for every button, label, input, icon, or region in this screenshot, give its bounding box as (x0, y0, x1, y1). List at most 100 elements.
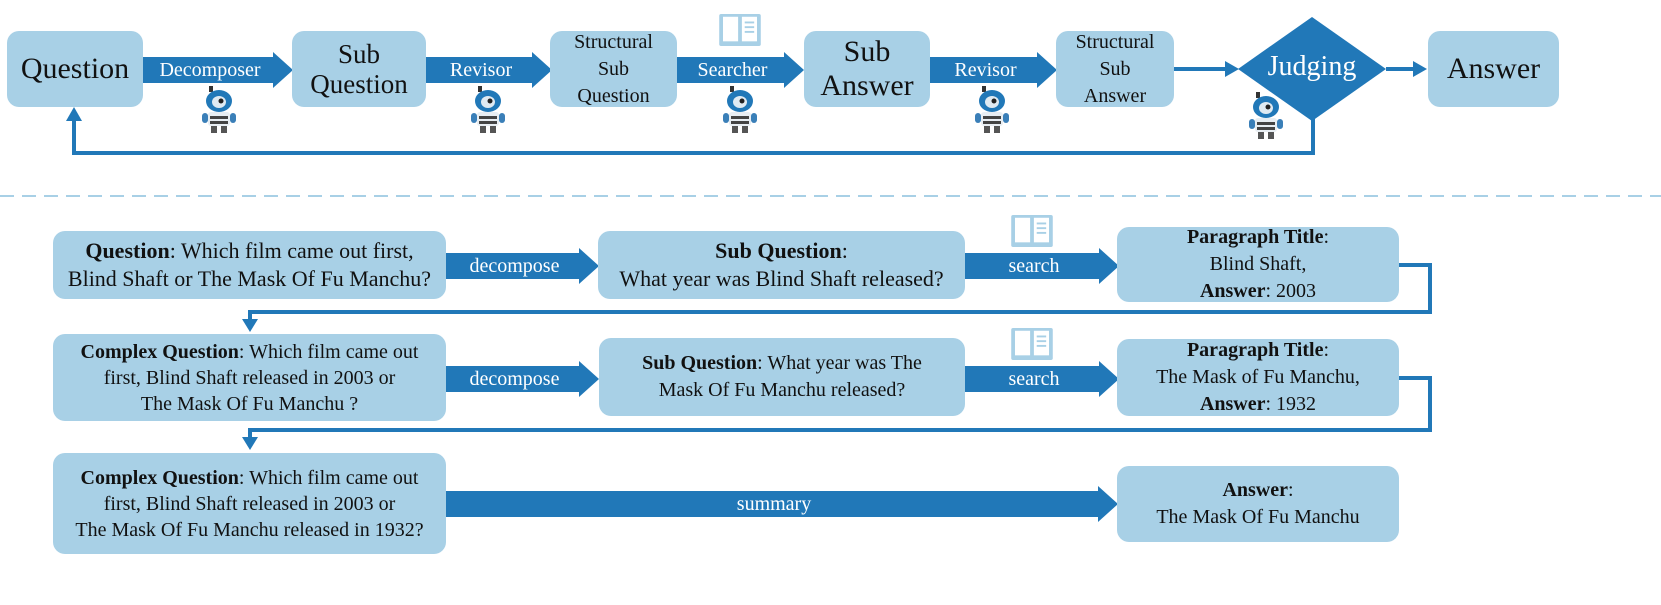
question-box: Question: Which film came out first, Bli… (53, 231, 446, 299)
ssa-label-1: Structural (1075, 30, 1155, 53)
summary-arrow: summary (446, 486, 1118, 522)
sub-answer-label-2: Answer (820, 69, 914, 102)
sub-question-label-2: Question (310, 69, 408, 99)
paragraph-box: Paragraph Title: The Mask of Fu Manchu, … (1117, 339, 1399, 416)
book-icon (1010, 214, 1054, 248)
complex-question-text: first, Blind Shaft released in 2003 or (103, 492, 396, 515)
paragraph-text: Blind Shaft, (1209, 253, 1307, 275)
sub-question-title: Sub Question (642, 352, 758, 374)
sub-question-box: Sub Question: What year was Blind Shaft … (598, 231, 965, 299)
ssq-label-3: Question (577, 84, 650, 107)
sub-answer-label-1: Sub (843, 35, 891, 68)
question-text: : Which film came out first, (169, 238, 414, 263)
revisor-label-2: Revisor (954, 59, 1017, 81)
connector-line (1399, 263, 1432, 267)
colon: : (1323, 226, 1330, 248)
robot-icon (468, 86, 508, 134)
question-box: Question (7, 31, 143, 107)
connector-line (1174, 67, 1226, 71)
search-label: search (1008, 255, 1060, 277)
complex-question-text: : Which film came out (238, 466, 419, 489)
complex-question-title: Complex Question (80, 466, 239, 489)
structural-sub-question-box: Structural Sub Question (550, 31, 677, 107)
complex-question-box: Complex Question: Which film came out fi… (53, 453, 446, 554)
ssq-label-1: Structural (574, 30, 653, 53)
revisor-arrow-1: Revisor (426, 52, 552, 88)
connector-line (1428, 263, 1432, 314)
sub-answer-box: Sub Answer (804, 31, 930, 107)
connector-arrowhead (1225, 61, 1239, 77)
answer-title: Answer (1199, 393, 1266, 415)
answer-text: : 2003 (1265, 280, 1317, 302)
connector-line (248, 428, 252, 438)
decomposer-arrow: Decomposer (143, 52, 293, 88)
decomposer-label: Decomposer (159, 59, 261, 81)
book-icon (718, 13, 762, 47)
searcher-label: Searcher (697, 59, 768, 81)
sub-question-box: Sub Question: What year was The Mask Of … (599, 338, 965, 416)
sub-question-text: What year was Blind Shaft released? (619, 266, 944, 291)
sub-question-box: Sub Question (292, 31, 426, 107)
answer-box: Answer (1428, 31, 1559, 107)
revisor-label-1: Revisor (449, 59, 513, 81)
sub-question-label-1: Sub (337, 39, 381, 69)
complex-question-title: Complex Question (80, 340, 239, 363)
searcher-arrow: Searcher (677, 52, 804, 88)
loop-line (72, 151, 1315, 155)
robot-icon (720, 86, 760, 134)
complex-question-text: The Mask Of Fu Manchu ? (140, 392, 359, 415)
search-arrow: search (965, 361, 1119, 397)
ssa-label-2: Sub (1099, 57, 1131, 80)
question-text: Blind Shaft or The Mask Of Fu Manchu? (67, 266, 432, 291)
structural-sub-answer-box: Structural Sub Answer (1056, 31, 1174, 107)
connector-line (248, 310, 252, 320)
connector-arrowhead (1413, 61, 1427, 77)
judging-label: Judging (1267, 51, 1357, 82)
ssa-label-3: Answer (1083, 84, 1147, 107)
question-label: Question (20, 52, 130, 85)
paragraph-text: The Mask of Fu Manchu, (1156, 366, 1360, 388)
answer-label: Answer (1446, 52, 1541, 85)
connector-arrowhead (242, 319, 258, 332)
revisor-arrow-2: Revisor (930, 52, 1057, 88)
sub-question-text: : What year was The (757, 352, 922, 374)
loop-line (1311, 118, 1315, 155)
search-label: search (1008, 368, 1060, 390)
colon: : (1287, 479, 1294, 501)
decompose-arrow: decompose (446, 361, 599, 397)
connector-line (1428, 376, 1432, 432)
connector-line (248, 428, 1432, 432)
book-icon (1010, 327, 1054, 361)
judging-diamond (1238, 17, 1386, 121)
question-title: Question (85, 238, 170, 263)
section-divider (0, 195, 1661, 197)
colon: : (1323, 339, 1330, 361)
search-arrow: search (965, 248, 1119, 284)
summary-label: summary (736, 493, 812, 515)
answer-text: : 1932 (1265, 393, 1317, 415)
sub-question-text: Mask Of Fu Manchu released? (658, 379, 906, 401)
connector-line (1399, 376, 1432, 380)
paragraph-box: Paragraph Title: Blind Shaft, Answer: 20… (1117, 226, 1399, 302)
connector-arrowhead (242, 437, 258, 450)
decompose-label: decompose (469, 255, 560, 277)
loop-line (72, 120, 76, 155)
paragraph-title: Paragraph Title (1186, 226, 1324, 248)
complex-question-text: : Which film came out (238, 340, 419, 363)
decompose-label: decompose (469, 368, 560, 390)
answer-text: The Mask Of Fu Manchu (1156, 506, 1360, 528)
paragraph-title: Paragraph Title (1186, 339, 1324, 361)
complex-question-text: first, Blind Shaft released in 2003 or (103, 366, 396, 389)
robot-icon (199, 86, 239, 134)
ssq-label-2: Sub (597, 57, 630, 80)
answer-title: Answer (1199, 280, 1266, 302)
complex-question-box: Complex Question: Which film came out fi… (53, 334, 446, 421)
robot-icon (1246, 92, 1286, 140)
colon: : (841, 238, 848, 263)
connector-line (248, 310, 1432, 314)
loop-arrowhead (66, 107, 82, 121)
connector-line (1386, 67, 1414, 71)
answer-title: Answer (1222, 479, 1288, 501)
final-answer-box: Answer: The Mask Of Fu Manchu (1117, 466, 1399, 542)
sub-question-title: Sub Question (715, 238, 842, 263)
